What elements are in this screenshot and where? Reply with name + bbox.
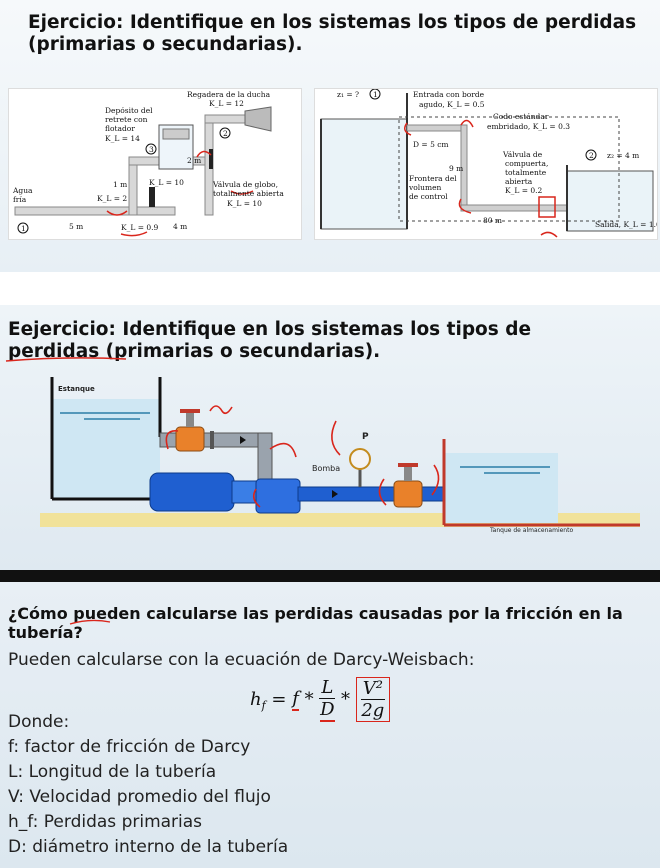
figure-shower-system: Regadera de la ducha K_L = 12 Depósito d… [8,88,302,240]
point-1-right: 1 [373,90,378,99]
label-9m: 9 m [449,164,463,173]
label-frontera: Frontera del [409,174,457,183]
label-entrada: Entrada con borde [413,90,485,99]
label-z2: z₂ = 4 m [607,151,639,160]
label-5m: 5 m [69,222,83,231]
two-tanks-diagram: z₁ = ? 1 Entrada con borde agudo, K_L = … [320,88,660,238]
label-2m: 2 m [187,156,201,165]
label-valvula-k: K_L = 10 [227,199,262,208]
formula-f: f [292,687,299,711]
formula-lhs: h [250,688,262,710]
label-4m: 4 m [173,222,187,231]
formula-lhs-sub: f [261,698,266,712]
label-frontera-2: volumen [408,183,442,192]
label-tanque: Tanque de almacenamiento [489,527,573,534]
label-frontera-3: de control [409,192,448,201]
label-regadera-k: K_L = 12 [209,99,244,108]
definition-hf: h_f: Perdidas primarias [8,812,203,832]
label-diametro: D = 5 cm [413,140,449,149]
formula-l: L [319,676,336,699]
label-deposito-k: K_L = 14 [105,134,140,143]
point-2-right: 2 [589,151,594,160]
formula-eq: = [265,688,293,710]
label-fria: fría [13,195,27,204]
formula-2g: 2g [361,699,385,721]
intro-text: Pueden calcularse con la ecuación de Dar… [8,650,475,670]
pump-system-diagram: Estanque Bomba P Tanque de almace [40,377,640,534]
point-3: 3 [149,145,154,154]
label-z1: z₁ = ? [337,90,359,99]
label-codo: Codo estándar [493,112,549,121]
label-k2: K_L = 2 [97,194,127,203]
slide-1-title: Ejercicio: Identifique en los sistemas l… [28,12,637,55]
slide-3: ¿Cómo pueden calcularse las perdidas cau… [0,582,660,868]
label-deposito-2: retrete con [105,115,148,124]
label-80m: 80 m [483,216,502,225]
friction-question: ¿Cómo pueden calcularse las perdidas cau… [8,604,623,642]
formula-fraction-v: V² 2g [355,676,390,722]
label-valvula-compuerta-4: abierta [505,177,533,186]
label-valvula-compuerta-2: compuerta, [505,159,548,168]
label-valvula-compuerta: Válvula de [502,150,543,159]
point-2: 2 [223,129,228,138]
label-agua: Agua [12,186,33,195]
label-valvula-compuerta-3: totalmente [505,168,547,177]
point-1: 1 [21,224,26,233]
label-p: P [362,432,369,442]
definition-l: L: Longitud de la tubería [8,762,217,782]
formula-fraction-ld: L D [319,676,336,722]
definition-d: D: diámetro interno de la tubería [8,837,289,857]
definition-f: f: factor de fricción de Darcy [8,737,251,757]
figure-two-tanks: z₁ = ? 1 Entrada con borde agudo, K_L = … [314,88,660,240]
label-bomba: Bomba [312,464,340,473]
label-entrada-2: agudo, K_L = 0.5 [419,100,485,109]
question-underline [69,619,111,625]
formula-mul-1: * [298,688,320,710]
label-1m: 1 m [113,180,127,189]
label-k10: K_L = 10 [149,178,184,187]
label-salida: Salida, K_L = 1.06 [595,220,657,229]
definition-v: V: Velocidad promedio del flujo [8,787,271,807]
label-valvula-compuerta-k: K_L = 0.2 [505,186,543,195]
formula-d: D [320,698,335,722]
label-deposito-3: flotador [105,124,135,133]
slide-gap-1 [0,272,660,305]
label-valvula: Válvula de globo, [212,180,278,189]
label-estanque: Estanque [58,385,95,393]
donde-label: Donde: [8,712,70,732]
label-k09: K_L = 0.9 [121,223,159,232]
formula-v2: V² [360,677,385,700]
slide-gap-2 [0,570,660,582]
slide-2-title: Eejercicio: Identifique en los sistemas … [8,319,532,362]
title-underline [5,357,127,362]
shower-system-diagram: Regadera de la ducha K_L = 12 Depósito d… [12,90,284,237]
label-codo-2: embridado, K_L = 0.3 [487,122,570,131]
slide-2: Eejercicio: Identifique en los sistemas … [0,305,660,570]
formula-mul-2: * [335,688,356,710]
slide-1: Ejercicio: Identifique en los sistemas l… [0,0,660,272]
label-deposito: Depósito del [105,106,153,115]
label-valvula-2: totalmente abierta [213,189,284,198]
label-regadera: Regadera de la ducha [187,90,271,99]
